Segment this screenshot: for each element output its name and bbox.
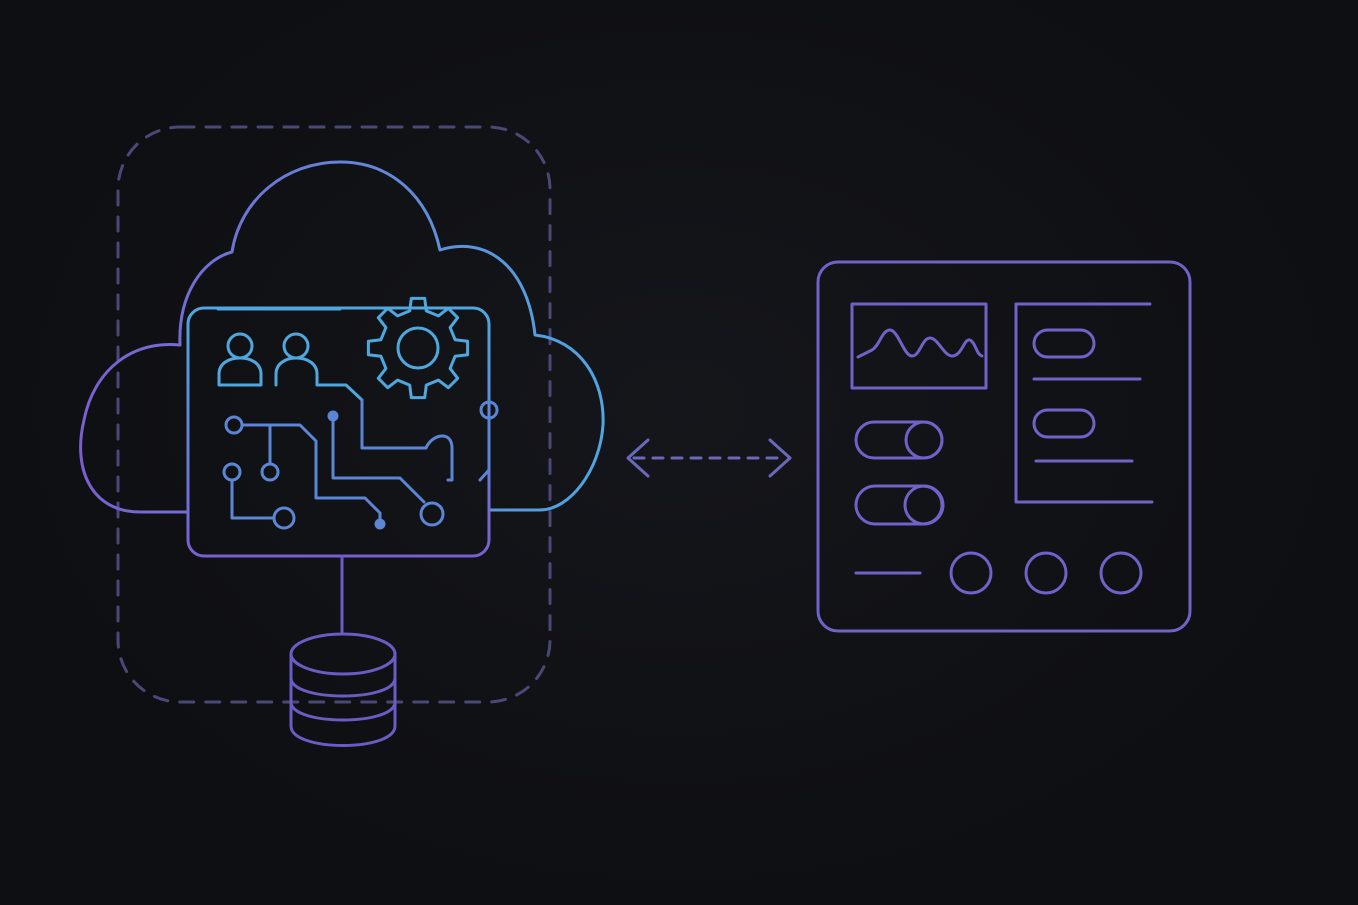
dashboard-sparkline <box>856 328 984 359</box>
deployment-boundary <box>116 125 552 704</box>
toggle-2 <box>854 484 944 526</box>
circuit-icon <box>222 398 499 530</box>
toggle-1 <box>854 420 944 460</box>
cloud-icon <box>79 160 605 514</box>
dashboard-chart-widget <box>850 302 988 390</box>
dashboard-side-panel <box>1014 302 1154 504</box>
database-icon <box>289 632 397 747</box>
gear-icon <box>366 296 470 400</box>
users-icon <box>217 332 364 402</box>
dashboard-icon <box>816 260 1192 633</box>
sync-arrow <box>626 438 792 478</box>
